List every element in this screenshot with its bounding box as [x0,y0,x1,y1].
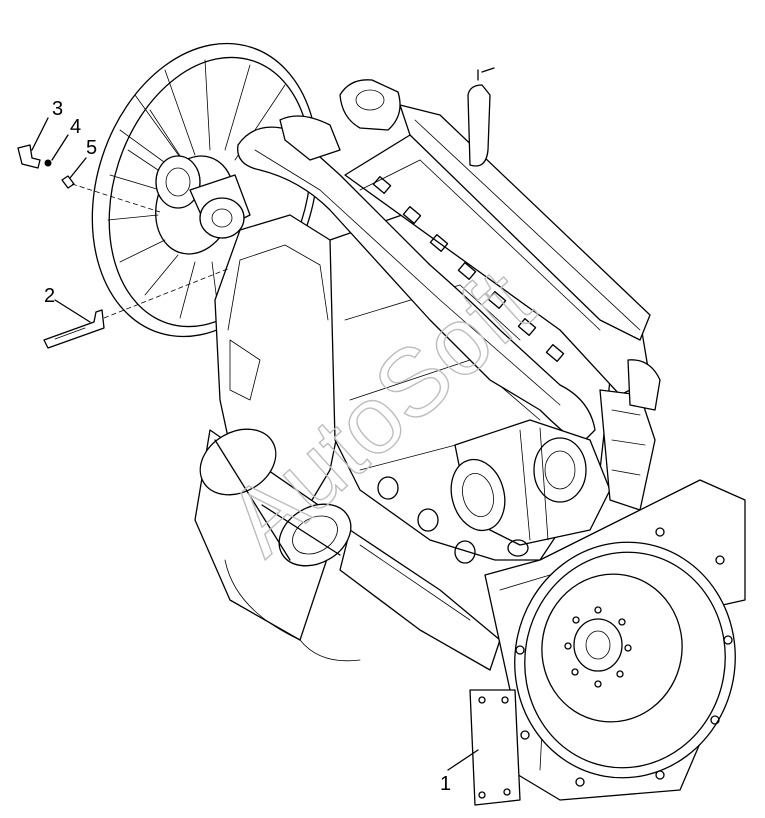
callout-5: 5 [86,137,98,159]
callout-2: 2 [44,285,56,307]
side-components [599,359,661,511]
cylinder-head [339,67,651,396]
leader-line-1 [447,749,479,771]
flywheel-housing [469,479,746,806]
turbocharger [450,419,611,557]
callout-3: 3 [52,98,64,120]
cooling-fan [91,42,319,338]
part-2-bracket [43,267,231,349]
callout-1: 1 [440,773,452,795]
callout-4: 4 [70,116,82,138]
exhaust-pipe [237,115,596,446]
parts-3-4-5-hardware [17,117,161,213]
